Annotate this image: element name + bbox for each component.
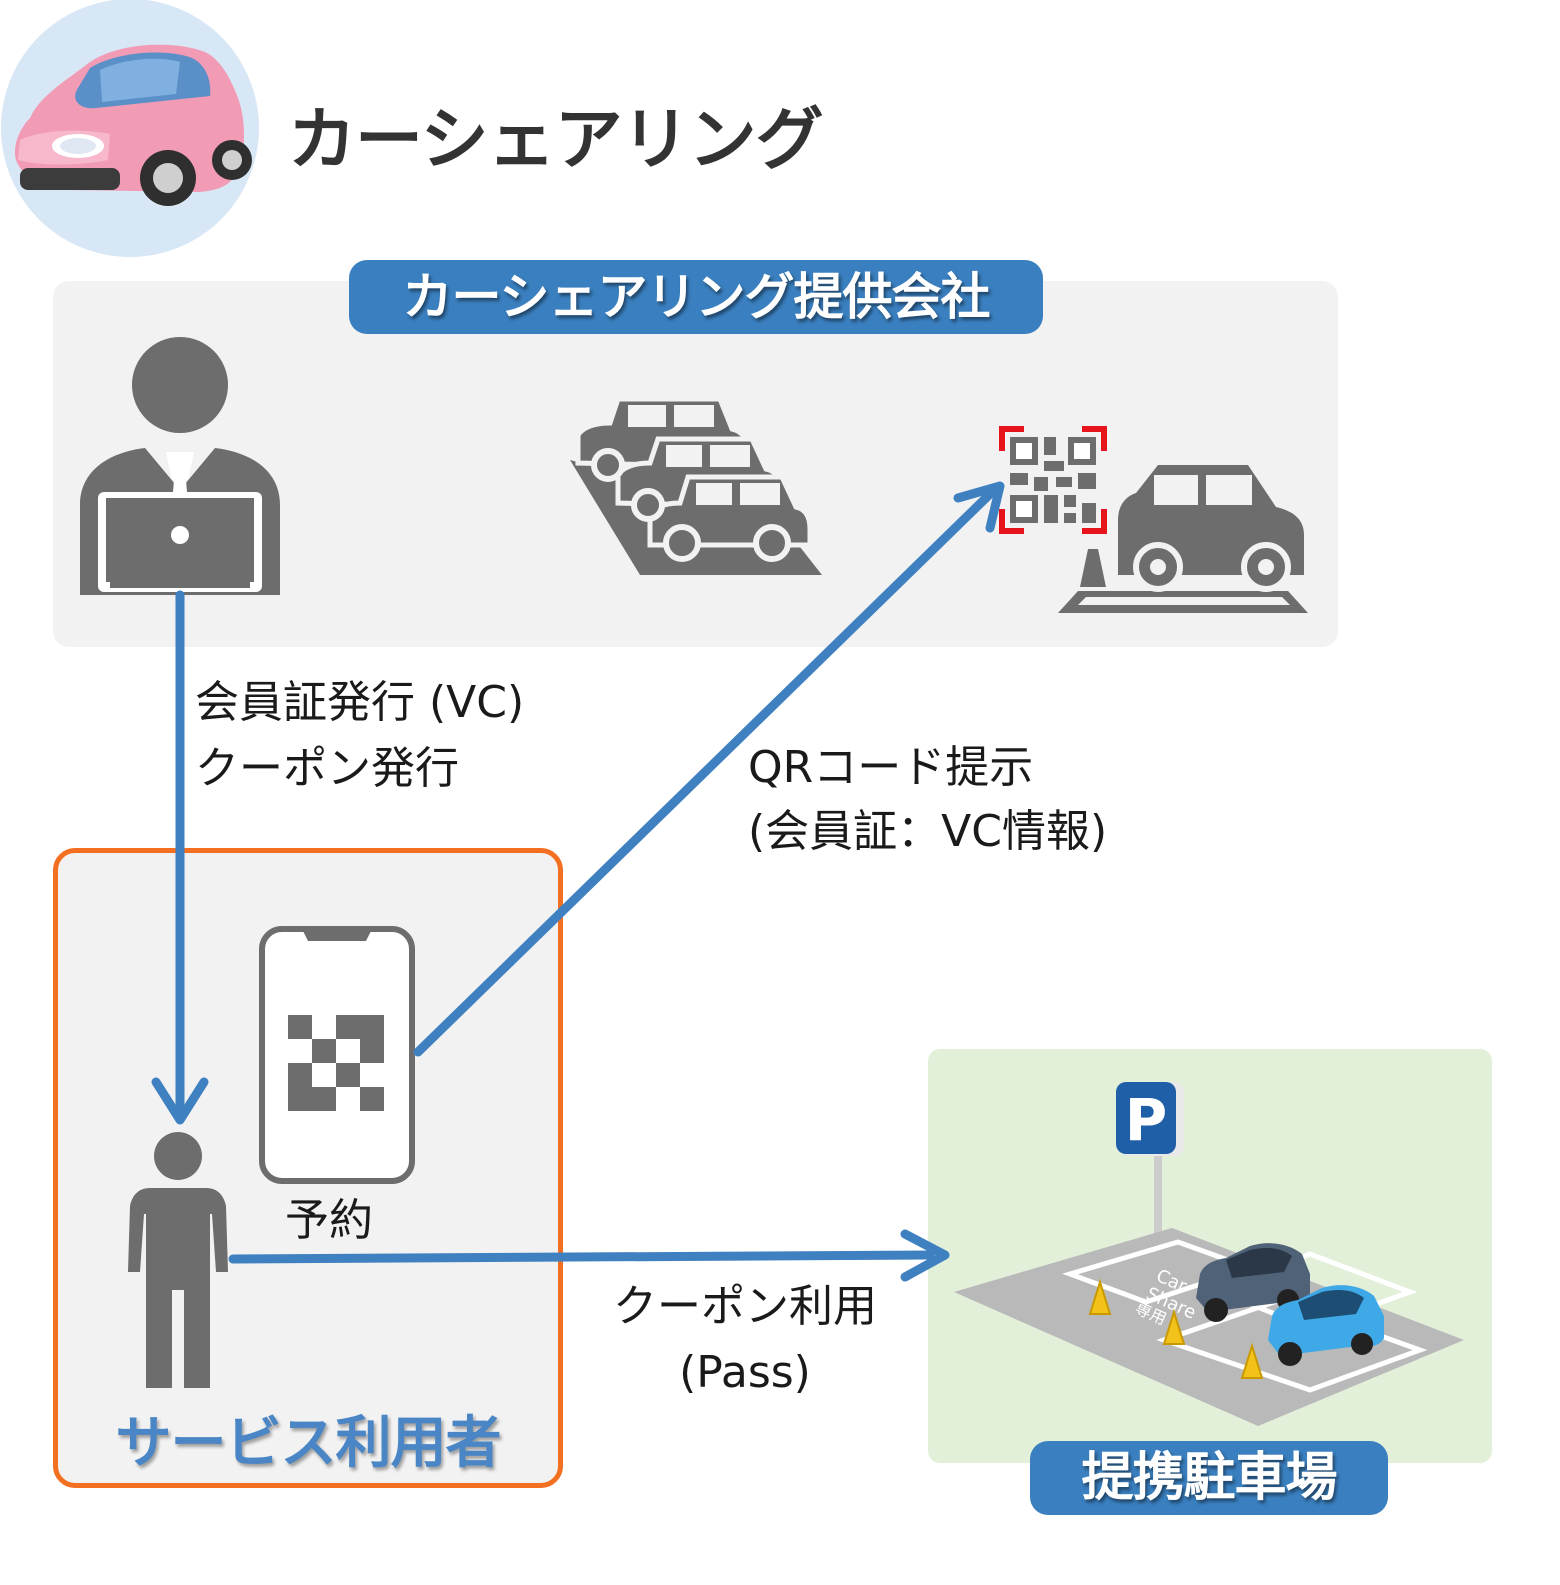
reserve-label: 予約 xyxy=(285,1195,373,1246)
qr-car-icon xyxy=(999,426,1308,613)
coupon-label-line1: クーポン利用 xyxy=(613,1281,877,1332)
page-title: カーシェアリング xyxy=(288,101,824,180)
parking-label: 提携駐車場 xyxy=(1030,1441,1388,1515)
operator-laptop-icon xyxy=(80,337,280,595)
car-logo-icon xyxy=(1,0,259,257)
issue-arrowhead xyxy=(151,1077,209,1125)
qr-arrowhead xyxy=(953,481,1005,533)
company-label: カーシェアリング提供会社 xyxy=(349,260,1043,334)
parking-lot-illustration: P Car Share 専用 xyxy=(954,1082,1464,1426)
user-label: サービス利用者 xyxy=(115,1411,502,1476)
car-fleet-icon xyxy=(570,396,822,575)
qr-label-line1: QRコード提示 xyxy=(748,742,1034,793)
qr-arrow-line xyxy=(413,489,995,1057)
issue-label-line2: クーポン発行 xyxy=(195,743,459,794)
smartphone-qr-icon xyxy=(259,926,415,1184)
coupon-label-line2: (Pass) xyxy=(679,1347,811,1398)
service-user-icon xyxy=(128,1132,228,1388)
coupon-arrow-line xyxy=(228,1250,935,1264)
coupon-arrowhead xyxy=(900,1229,950,1282)
parking-sign-letter: P xyxy=(1125,1086,1168,1154)
issue-label-line1: 会員証発行 (VC) xyxy=(195,677,525,728)
qr-label-line2: (会員証：VC情報) xyxy=(748,806,1108,857)
